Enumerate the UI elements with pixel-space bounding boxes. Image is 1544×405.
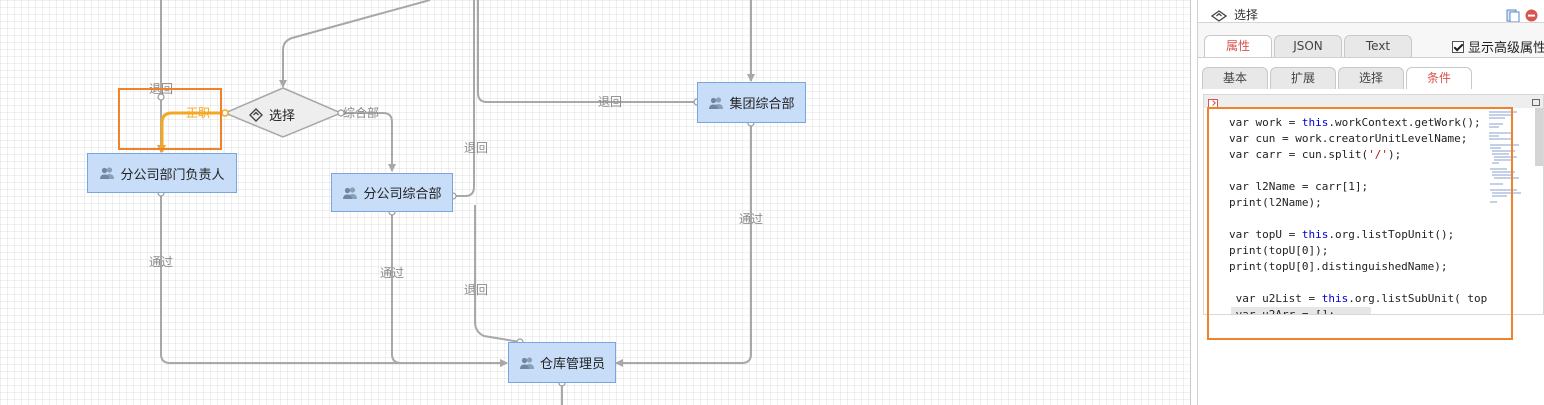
edge-label-tuihui[interactable]: 退回 <box>464 141 489 155</box>
editor-toolbar <box>1204 95 1543 108</box>
edge-label-zonghebu[interactable]: 综合部 <box>343 106 380 120</box>
choice-icon <box>249 107 263 122</box>
edge-label-tongguo[interactable]: 通过 <box>149 255 174 269</box>
flow-canvas[interactable]: 分公司部门负责人 分公司综合部 集团综合部 仓库管理员 选择 退回 退回 退回 … <box>0 0 1190 405</box>
code-line: print(topU[0]); <box>1229 244 1329 257</box>
selected-route-highlight <box>118 88 222 150</box>
tab-extension[interactable]: 扩展 <box>1270 67 1336 89</box>
advanced-label: 显示高级属性 <box>1468 41 1544 56</box>
advanced-attributes-toggle[interactable]: 显示高级属性 <box>1452 37 1544 56</box>
tab-condition[interactable]: 条件 <box>1406 67 1472 89</box>
user-group-icon <box>100 167 115 179</box>
code-minimap[interactable] <box>1487 109 1525 219</box>
decision-label-text: 选择 <box>269 109 296 124</box>
tab-json[interactable]: JSON <box>1274 35 1342 57</box>
advanced-checkbox[interactable] <box>1452 40 1464 53</box>
edge-label-tongguo[interactable]: 通过 <box>380 266 405 280</box>
code-selection-highlight <box>1207 107 1513 340</box>
edge-tongguo-jituan <box>615 123 752 367</box>
script-editor[interactable]: var work = this.workContext.getWork(); v… <box>1203 94 1544 315</box>
code-line: print(l2Name); <box>1229 196 1322 209</box>
edge-into-decision <box>279 0 431 88</box>
node-label: 分公司部门负责人 <box>120 167 225 183</box>
tab-choice[interactable]: 选择 <box>1338 67 1404 89</box>
user-group-icon <box>709 96 724 109</box>
edge-zonghe-return <box>453 0 475 197</box>
node-label: 分公司综合部 <box>363 187 442 202</box>
edge-label-zhengzhi[interactable]: 正职 <box>186 106 211 120</box>
edge-tuihui-cangku <box>474 205 521 343</box>
panel-selected-item[interactable]: 选择 <box>1198 0 1544 23</box>
code-line: var u2Arr = []; <box>1229 308 1335 315</box>
code-line: var u2List = this.org.listSubUnit( top <box>1229 292 1488 305</box>
tab-text[interactable]: Text <box>1344 35 1412 57</box>
panel-sub-tabs: 基本 扩展 选择 条件 <box>1202 67 1474 89</box>
node-cangku-guanliyuan[interactable]: 仓库管理员 <box>508 342 616 383</box>
node-jituan-zonghebu[interactable]: 集团综合部 <box>697 82 806 123</box>
node-fen-gongsi-zonghebu[interactable]: 分公司综合部 <box>331 173 453 212</box>
user-group-icon <box>519 356 534 369</box>
edge-zonghebu <box>341 112 396 172</box>
editor-scrollbar[interactable] <box>1535 108 1543 166</box>
delete-icon[interactable] <box>1525 9 1538 22</box>
edge-tuihui-jituan <box>477 0 697 103</box>
decision-diamond <box>223 87 343 138</box>
choice-icon <box>1211 10 1227 22</box>
code-content[interactable]: var work = this.workContext.getWork(); v… <box>1229 115 1488 315</box>
edge-label-tongguo[interactable]: 通过 <box>739 212 764 226</box>
tab-attributes[interactable]: 属性 <box>1204 35 1272 57</box>
edge-zhengzhi-highlighted <box>158 111 225 153</box>
edge-tongguo-zonghe <box>391 212 508 367</box>
user-group-icon <box>343 186 358 199</box>
panel-item-label: 选择 <box>1234 8 1259 22</box>
maximize-icon[interactable] <box>1532 99 1540 106</box>
document-icon[interactable] <box>1506 9 1520 22</box>
node-fen-gongsi-fuzeren[interactable]: 分公司部门负责人 <box>87 153 237 193</box>
panel-main-tabs: 属性 JSON Text <box>1204 35 1414 57</box>
code-line: print(topU[0].distinguishedName); <box>1229 260 1448 273</box>
flow-connections <box>157 0 755 405</box>
code-line: var l2Name = carr[1]; <box>1229 180 1369 193</box>
code-line: var work = this.workContext.getWork(); <box>1229 116 1481 129</box>
node-label: 仓库管理员 <box>539 357 605 372</box>
editor-active-line <box>1231 307 1371 314</box>
decision-node-label[interactable]: 选择 <box>249 105 295 124</box>
panel-splitter[interactable] <box>1191 0 1198 405</box>
code-line: var topU = this.org.listTopUnit(); <box>1229 228 1455 241</box>
code-line: var cun = work.creatorUnitLevelName; <box>1229 132 1468 145</box>
edge-label-tuihui[interactable]: 退回 <box>598 95 623 109</box>
edge-tongguo-fen <box>160 193 508 367</box>
tab-basic[interactable]: 基本 <box>1202 67 1268 89</box>
node-label: 集团综合部 <box>729 97 795 112</box>
code-line: var carr = cun.split('/'); <box>1229 148 1402 161</box>
edge-label-tuihui[interactable]: 退回 <box>464 283 489 297</box>
